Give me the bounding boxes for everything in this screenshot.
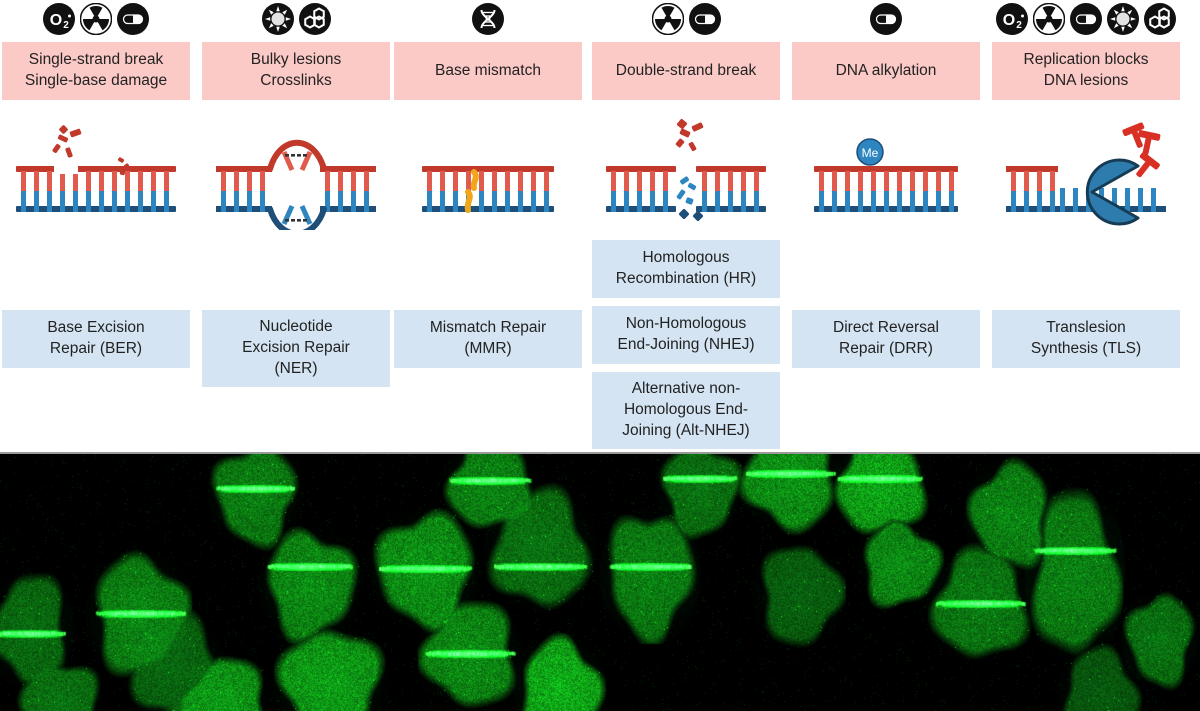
fluorescence-micrograph-panel xyxy=(0,452,1200,711)
damage-source-icons-ner xyxy=(202,2,390,36)
pill-chemotherapy-icon xyxy=(870,3,902,35)
svg-text:2: 2 xyxy=(1016,20,1022,31)
damage-source-icons-dsb xyxy=(592,2,780,36)
damage-type-label: Double-strand break xyxy=(615,61,757,79)
pill-chemotherapy-icon xyxy=(1070,3,1102,35)
damage-type-box-drr: DNA alkylation xyxy=(792,42,980,100)
chemical-hexagons-icon xyxy=(298,3,331,35)
damage-type-label: Base mismatch xyxy=(435,61,541,79)
radiation-icon xyxy=(651,2,684,36)
repair-pathway-box[interactable]: Alternative non-Homologous End-Joining (… xyxy=(592,372,780,449)
damage-type-box-dsb: Double-strand break xyxy=(592,42,780,100)
damage-type-label: DNA alkylation xyxy=(835,61,937,79)
damage-source-icons-mmr xyxy=(394,2,582,36)
dna-illustration-single-strand-break-fragments xyxy=(2,118,190,230)
micrograph-canvas xyxy=(0,454,1200,711)
pill-chemotherapy-icon xyxy=(688,3,721,35)
radiation-icon xyxy=(79,2,113,36)
chemical-hexagons-icon xyxy=(1144,3,1176,35)
pill-chemotherapy-icon xyxy=(117,3,149,35)
dna-illustration-helix-bubble-distortion xyxy=(202,118,390,230)
radiation-icon xyxy=(1032,2,1066,36)
svg-text:O: O xyxy=(1003,12,1015,29)
repair-pathway-box[interactable]: Mismatch Repair(MMR) xyxy=(394,310,582,368)
sun-uv-icon xyxy=(1107,3,1139,35)
dna-helix-icon xyxy=(472,3,504,35)
repair-pathway-stack-mmr: Mismatch Repair(MMR) xyxy=(394,310,582,376)
svg-text:O: O xyxy=(50,12,62,29)
dna-illustration-mismatched-base-pair-yellow xyxy=(394,118,582,230)
damage-type-box-mmr: Base mismatch xyxy=(394,42,582,100)
repair-pathway-label: Mismatch Repair(MMR) xyxy=(429,319,547,357)
damage-source-icons-drr xyxy=(792,2,980,36)
dna-illustration-stalled-polymerase-pacman-lesions xyxy=(992,118,1180,230)
methyl-label: Me xyxy=(862,146,879,160)
dna-illustration-methyl-group-adduct: Me xyxy=(792,118,980,230)
repair-pathway-label: Alternative non-Homologous End-Joining (… xyxy=(622,380,750,439)
svg-text:2: 2 xyxy=(63,20,69,31)
sun-uv-icon xyxy=(261,3,294,35)
dna-illustration-double-strand-break-fragments xyxy=(592,118,780,230)
